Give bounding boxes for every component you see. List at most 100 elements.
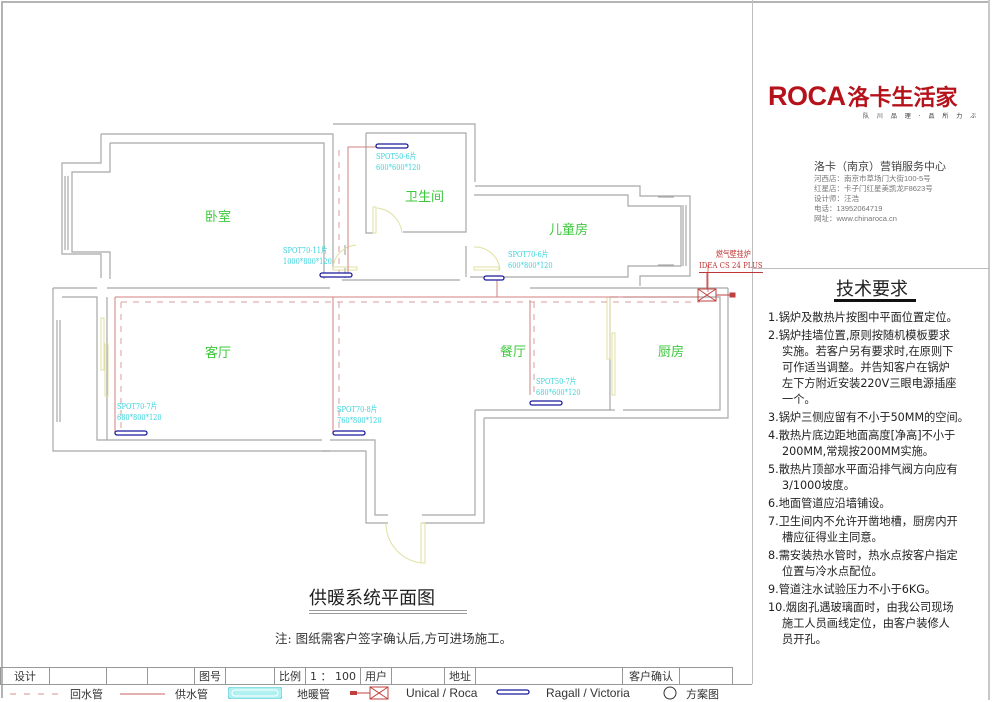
frame-right-border	[988, 0, 990, 700]
blank-cell	[106, 667, 148, 685]
radiator-size: 600*800*120	[508, 261, 553, 271]
tech-requirement-line: 散热片顶部水平面沿排气阀方向应有	[778, 463, 958, 476]
tech-requirement-number: 8.	[768, 549, 779, 562]
tech-requirement-line: 槽应征得业主同意。	[782, 531, 883, 544]
tech-title-underline	[834, 299, 916, 302]
tech-requirement-item: 2.锅炉挂墙位置,原则按随机模板要求实施。若客户另有要求时,在原则下可作适当调整…	[768, 328, 992, 408]
tech-requirement-item: 5.散热片顶部水平面沿排气阀方向应有 3/1000坡度。	[768, 462, 992, 494]
company-address-1: 河西店：南京市草场门大街100-5号	[814, 174, 931, 183]
radiator-model: SPOT70-11片	[283, 246, 328, 256]
legend-scheme-drawing: 方案图	[686, 688, 719, 701]
tech-requirements-title: 技术要求	[836, 279, 908, 300]
drawing-no-value[interactable]	[225, 667, 275, 685]
radiator-label-dining-room: SPOT50-7片 680*600*120	[536, 377, 581, 399]
tech-requirement-number: 5.	[768, 463, 779, 476]
confirm-label: 客户确认	[622, 667, 680, 685]
return-pipes	[120, 147, 700, 432]
radiator-size: 760*800*120	[337, 416, 382, 426]
legend: 回水管 供水管 地暖管 Unical / Roca Ragall / Victo…	[0, 684, 752, 701]
boiler-model: IDEA CS 24 PLUS	[699, 261, 763, 273]
address-label: 地址	[444, 667, 476, 685]
plan-note: 注: 图纸需客户签字确认后,方可进场施工。	[275, 631, 513, 646]
side-panel-separator	[752, 268, 990, 269]
tech-requirement-line: 实施。若客户另有要求时,在原则下	[782, 345, 954, 358]
tech-requirement-item: 10.烟囱孔遇玻璃面时，由我公司现场施工人员画线定位，由客户装修人员开孔。	[768, 600, 992, 648]
phone: 电话：13952064719	[814, 204, 883, 213]
title-underline	[309, 610, 467, 611]
client-value[interactable]	[391, 667, 445, 685]
radiator-model: SPOT50-7片	[536, 377, 577, 387]
radiator-label-bedroom: SPOT70-11片 1000*800*120	[283, 246, 332, 268]
radiators	[114, 143, 563, 436]
legend-ragall-victoria: Ragall / Victoria	[546, 686, 630, 700]
confirm-value[interactable]	[679, 667, 733, 685]
tech-requirement-line: 卫生间内不允许开凿地槽，厨房内开	[778, 515, 958, 528]
roca-logo: ROCA洛卡生活家	[768, 80, 958, 112]
tech-requirement-line: 管道注水试验压力不小于6KG。	[778, 583, 937, 596]
address-value[interactable]	[475, 667, 623, 685]
tech-requirement-number: 2.	[768, 329, 779, 342]
radiator-size: 600*600*120	[376, 163, 421, 173]
room-label-living-room: 客厅	[205, 346, 232, 361]
title-underline	[309, 613, 467, 614]
designer: 设计师：汪浩	[814, 194, 859, 203]
scale-label: 比例	[274, 667, 306, 685]
design-label: 设计	[0, 667, 50, 685]
tech-requirement-item: 8.需安装热水管时，热水点按客户指定位置与冷水点配位。	[768, 548, 992, 580]
title-block: 设计 图号 比例 1 ： 100 用户 地址 客户确认	[0, 667, 733, 685]
legend-floor-heating: 地暖管	[297, 688, 330, 701]
floor-plan	[52, 123, 736, 564]
company-address-2: 红星店：卡子门红星美凯龙F8623号	[814, 184, 933, 193]
boiler-label: 燃气壁挂炉 IDEA CS 24 PLUS	[699, 250, 763, 273]
company-name: 洛卡（南京）营销服务中心	[814, 160, 946, 173]
boiler-symbol	[697, 272, 736, 302]
radiator-model: SPOT70-7片	[117, 402, 158, 412]
tech-requirement-item: 7.卫生间内不允许开凿地槽，厨房内开槽应征得业主同意。	[768, 514, 992, 546]
tech-requirement-item: 1.锅炉及散热片按图中平面位置定位。	[768, 310, 992, 326]
website: 网址：www.chinaroca.cn	[814, 214, 897, 223]
scale-value: 1 ： 100	[305, 667, 361, 685]
radiator-size: 680*600*120	[536, 388, 581, 398]
legend-unical-roca: Unical / Roca	[406, 686, 478, 700]
tech-requirement-line: 施工人员画线定位，由客户装修人	[782, 617, 950, 630]
tech-requirement-item: 6.地面管道应沿墙铺设。	[768, 496, 992, 512]
blank-cell	[147, 667, 195, 685]
tech-requirement-line: 位置与冷水点配位。	[782, 565, 883, 578]
room-label-bathroom: 卫生间	[405, 190, 445, 205]
legend-return-pipe: 回水管	[70, 688, 103, 701]
tech-requirements-list: 1.锅炉及散热片按图中平面位置定位。 2.锅炉挂墙位置,原则按随机模板要求实施。若…	[768, 310, 992, 650]
logo-slogan: 队 川 品 理 · 品 所 力 ぶ	[863, 113, 980, 120]
drawing-no-label: 图号	[194, 667, 226, 685]
tech-requirement-line: 3/1000坡度。	[782, 479, 855, 492]
logo-cn: 洛卡生活家	[847, 85, 958, 110]
boiler-type: 燃气壁挂炉	[715, 250, 751, 260]
room-label-dining-room: 餐厅	[500, 345, 527, 360]
radiator-model: SPOT70-6片	[508, 250, 549, 260]
tech-requirement-line: 锅炉及散热片按图中平面位置定位。	[778, 311, 958, 324]
boiler-symbol-icon	[350, 686, 389, 700]
radiator-size: 1000*800*120	[283, 257, 332, 267]
plan-title: 供暖系统平面图	[309, 588, 435, 609]
design-value[interactable]	[49, 667, 107, 685]
supply-pipes	[114, 146, 709, 432]
tech-requirement-line: 地面管道应沿墙铺设。	[778, 497, 891, 510]
logo-text: ROCA	[768, 81, 846, 111]
solid-line-icon	[120, 693, 165, 695]
doors	[100, 206, 616, 564]
tech-requirement-number: 4.	[768, 429, 779, 442]
tech-requirement-line: 左下方附近安装220V三眼电源插座	[782, 377, 957, 390]
tech-requirement-number: 7.	[768, 515, 779, 528]
radiator-label-living-room-2: SPOT70-8片 760*800*120	[337, 405, 382, 427]
tech-requirement-number: 10.	[768, 601, 786, 614]
client-label: 用户	[360, 667, 392, 685]
tech-requirement-number: 6.	[768, 497, 779, 510]
tech-requirement-line: 散热片底边距地面高度[净高]不小于	[778, 429, 956, 442]
tech-requirement-number: 3.	[768, 411, 779, 424]
tech-requirement-line: 锅炉三侧应留有不小于50MM的空间。	[778, 411, 969, 424]
radiator-label-bathroom: SPOT50-6片 600*600*120	[376, 152, 421, 174]
tech-requirement-line: 一个。	[782, 393, 816, 406]
tech-requirement-line: 烟囱孔遇玻璃面时，由我公司现场	[785, 601, 954, 614]
tech-requirement-item: 9.管道注水试验压力不小于6KG。	[768, 582, 992, 598]
